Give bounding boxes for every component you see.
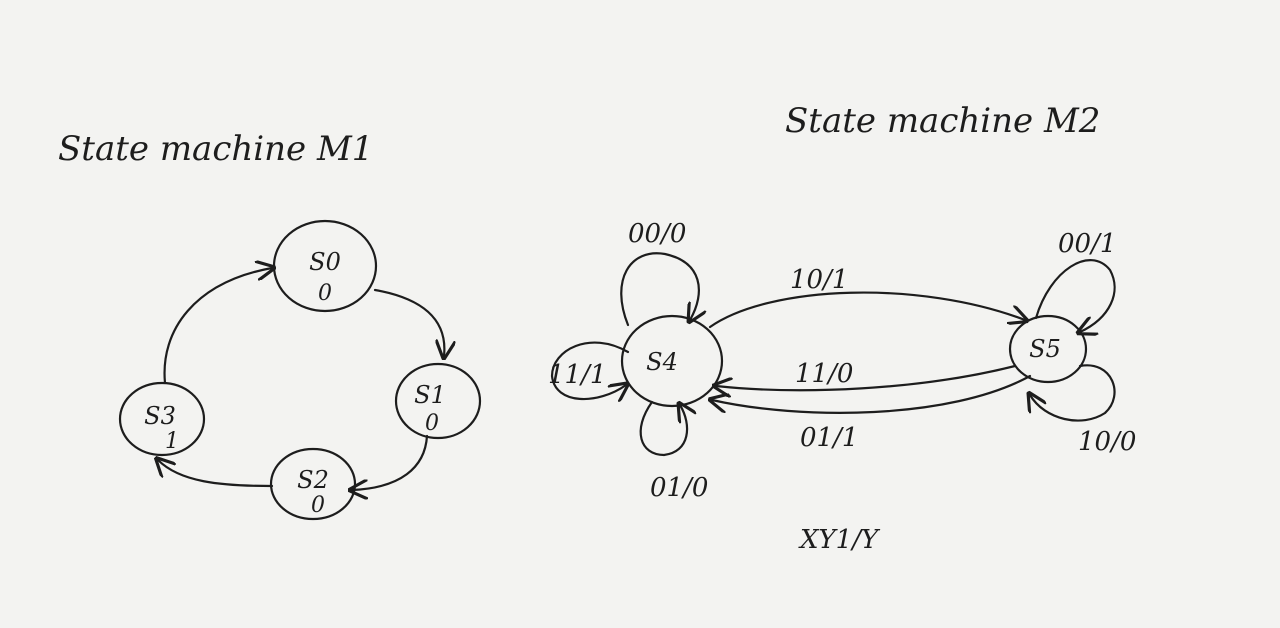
m1-s1-name: S1 (414, 381, 446, 409)
m1-edge-s0-s1 (373, 288, 444, 356)
m1-state-s1: S1 0 (394, 362, 482, 440)
m2-s4-self-bottom (639, 402, 687, 457)
m2-s4-self-left (550, 341, 628, 399)
m1-s2-output: 0 (311, 493, 325, 518)
m1-edge-s2-s3 (158, 460, 274, 488)
m1-s3-name: S3 (144, 402, 176, 430)
m1-s1-output: 0 (425, 411, 439, 436)
m2-label-s5-self-bottom: 10/0 (1078, 427, 1136, 457)
m1-state-s3: S3 1 (118, 381, 206, 457)
m1-s0-output: 0 (318, 281, 332, 306)
m1-edge-s1-s2 (352, 434, 429, 490)
m1-state-s0: S0 0 (272, 219, 378, 313)
title-m1: State machine M1 (58, 129, 373, 169)
m2-s4-name: S4 (646, 348, 678, 376)
m2-s4-self-top (620, 252, 699, 325)
m2-edge-s4-s5 (708, 291, 1025, 329)
m2-state-s4: S4 (620, 314, 724, 408)
m2-s5-self-top (1034, 259, 1116, 332)
m2-edge-s5-s4-upper (716, 364, 1017, 390)
m2-edge-s5-s4-lower (712, 374, 1032, 414)
m2-s5-name: S5 (1029, 335, 1061, 363)
title-m2: State machine M2 (785, 101, 1100, 141)
m2-label-s4-self-left: 11/1 (548, 360, 606, 390)
m2-state-s5: S5 (1008, 314, 1088, 384)
m1-edge-s3-s0 (163, 268, 272, 385)
m2-legend-format: XY1/Y (798, 525, 881, 555)
m2-label-s5-self-top: 00/1 (1058, 229, 1116, 259)
m2-label-s5-s4-lower: 01/1 (800, 423, 858, 453)
m1-s0-name: S0 (309, 248, 341, 276)
m1-state-s2: S2 0 (269, 447, 357, 521)
m2-label-s4-self-top: 00/0 (628, 219, 686, 249)
m1-s3-output: 1 (165, 429, 179, 454)
m2-label-s5-s4-upper: 11/0 (795, 359, 853, 389)
m2-s5-self-bottom (1030, 364, 1116, 422)
m2-label-s4-self-bottom: 01/0 (650, 473, 708, 503)
m2-label-s4-s5: 10/1 (790, 265, 848, 295)
m1-s2-name: S2 (297, 466, 329, 494)
